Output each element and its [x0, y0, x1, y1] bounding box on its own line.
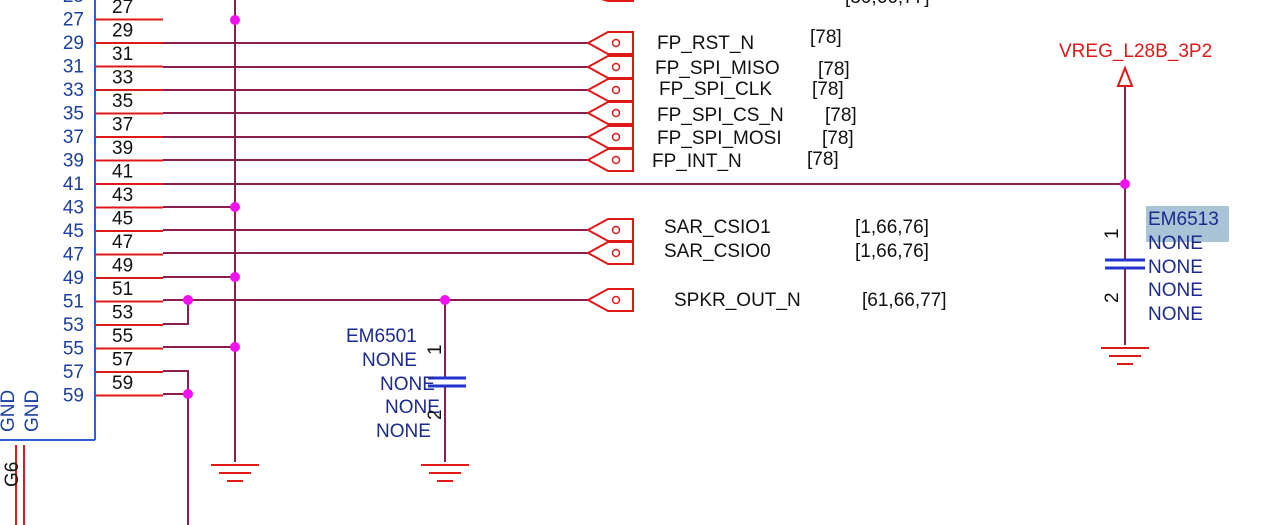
em6513-value-1: NONE	[1148, 233, 1203, 254]
port-sar-csio1	[585, 218, 634, 242]
net-fp-spi-mosi-refs: [78]	[822, 128, 854, 149]
net-fp-spi-clk: FP_SPI_CLK	[659, 79, 772, 100]
net-spkr-out-n: SPKR_OUT_N	[674, 290, 801, 311]
pin-number-left: 35	[63, 104, 84, 125]
pin-number-left: 57	[63, 362, 84, 383]
net-fp-rst-n: FP_RST_N	[657, 33, 754, 54]
pin-number-right: 41	[112, 162, 133, 183]
pin-number-right: 51	[112, 279, 133, 300]
power-arrow-icon	[1116, 65, 1134, 87]
pin-number-left: 41	[63, 174, 84, 195]
port-fp-spi-mosi	[585, 125, 634, 149]
wires	[163, 0, 1126, 525]
pin-number-right: 29	[112, 21, 133, 42]
net-sar-csio0: SAR_CSIO0	[664, 241, 771, 262]
ground-icon	[1101, 347, 1149, 365]
pin-number-left: 31	[63, 57, 84, 78]
net-fp-spi-cs-n-refs: [78]	[825, 105, 857, 126]
em6501-value-1: NONE	[362, 350, 417, 371]
pin-number-left: 37	[63, 127, 84, 148]
em6501-value-3: NONE	[385, 397, 440, 418]
em6513-value-2: NONE	[1148, 257, 1203, 278]
em6513-value-3: NONE	[1148, 280, 1203, 301]
net-fp-spi-miso: FP_SPI_MISO	[655, 58, 780, 79]
shell-label: G6	[2, 462, 23, 487]
em6501-value-4: NONE	[376, 421, 431, 442]
port-spkr-out-n	[585, 288, 634, 312]
pin-number-left: 27	[63, 10, 84, 31]
net-fp-spi-mosi: FP_SPI_MOSI	[657, 128, 782, 149]
net-sar-csio0-refs: [1,66,76]	[855, 241, 929, 262]
port-fp-spi-clk	[585, 78, 634, 102]
port-fp-int-n	[585, 148, 634, 172]
em6513-value-4: NONE	[1148, 304, 1203, 325]
pin-number-right: 55	[112, 326, 133, 347]
connector-body	[0, 0, 96, 525]
pin-number-left: 39	[63, 151, 84, 172]
ground-symbols	[211, 347, 1149, 482]
pin-number-right: 47	[112, 232, 133, 253]
pin-number-right: 37	[112, 115, 133, 136]
pin-number-right: 39	[112, 138, 133, 159]
pin-number-right: 33	[112, 68, 133, 89]
port-fp-spi-miso	[585, 55, 634, 79]
pin-number-right: 27	[112, 0, 133, 18]
net-fp-rst-n-refs: [78]	[810, 27, 842, 48]
ground-icon	[421, 464, 469, 482]
em6501-pin-1: 1	[425, 344, 446, 355]
pin-number-right: 59	[112, 373, 133, 394]
pin-number-left: 51	[63, 292, 84, 313]
em6513-refdes: EM6513	[1148, 209, 1219, 230]
port-sar-csio0	[585, 241, 634, 265]
em6513-pin-1: 1	[1102, 228, 1123, 239]
pin-number-right: 31	[112, 44, 133, 65]
port-fp-rst-n	[585, 31, 634, 55]
pin-number-left: 55	[63, 339, 84, 360]
pin-number-left: 29	[63, 33, 84, 54]
pin-number-left: 47	[63, 245, 84, 266]
net-sar-csio1-refs: [1,66,76]	[855, 217, 929, 238]
pin-number-right: 57	[112, 350, 133, 371]
em6513-highlight	[1146, 206, 1229, 242]
net-spkr-out-n-refs: [61,66,77]	[862, 290, 947, 311]
em6501-refdes: EM6501	[346, 326, 417, 347]
capacitor-em6501-icon	[428, 376, 466, 388]
capacitor-em6513-icon	[1105, 258, 1145, 270]
pin-number-right: 35	[112, 91, 133, 112]
port-sdc-miso	[601, 0, 634, 2]
pin-number-left: 53	[63, 315, 84, 336]
net-fp-int-n-refs: [78]	[807, 149, 839, 170]
net-fp-int-n: FP_INT_N	[652, 151, 742, 172]
net-fp-spi-cs-n: FP_SPI_CS_N	[657, 105, 784, 126]
em6513-pin-2: 2	[1102, 292, 1123, 303]
pin-number-left: 49	[63, 268, 84, 289]
off-page-ports	[585, 31, 634, 312]
pin-number-right: 43	[112, 185, 133, 206]
em6501-value-2: NONE	[380, 374, 435, 395]
port-fp-spi-cs-n	[585, 101, 634, 125]
net-sdc-miso-refs: [30,66,77]	[845, 0, 930, 8]
gnd-label-2: GND	[22, 390, 43, 432]
connector-pin-lines	[95, 18, 163, 397]
pin-number-left: 43	[63, 198, 84, 219]
gnd-label-1: GND	[0, 390, 19, 432]
pin-number-left: 45	[63, 221, 84, 242]
pin-number-right: 53	[112, 303, 133, 324]
pin-number-right: 45	[112, 209, 133, 230]
em6501-pin-2: 2	[425, 409, 446, 420]
junctions	[183, 15, 1130, 399]
ground-icon	[211, 464, 259, 482]
net-fp-spi-miso-refs: [78]	[818, 59, 850, 80]
power-rail-label: VREG_L28B_3P2	[1059, 41, 1212, 62]
net-fp-spi-clk-refs: [78]	[812, 79, 844, 100]
pin-number-left: 25	[63, 0, 84, 7]
net-sar-csio1: SAR_CSIO1	[664, 217, 771, 238]
pin-number-left: 59	[63, 386, 84, 407]
pin-number-left: 33	[63, 80, 84, 101]
pin-number-right: 49	[112, 256, 133, 277]
